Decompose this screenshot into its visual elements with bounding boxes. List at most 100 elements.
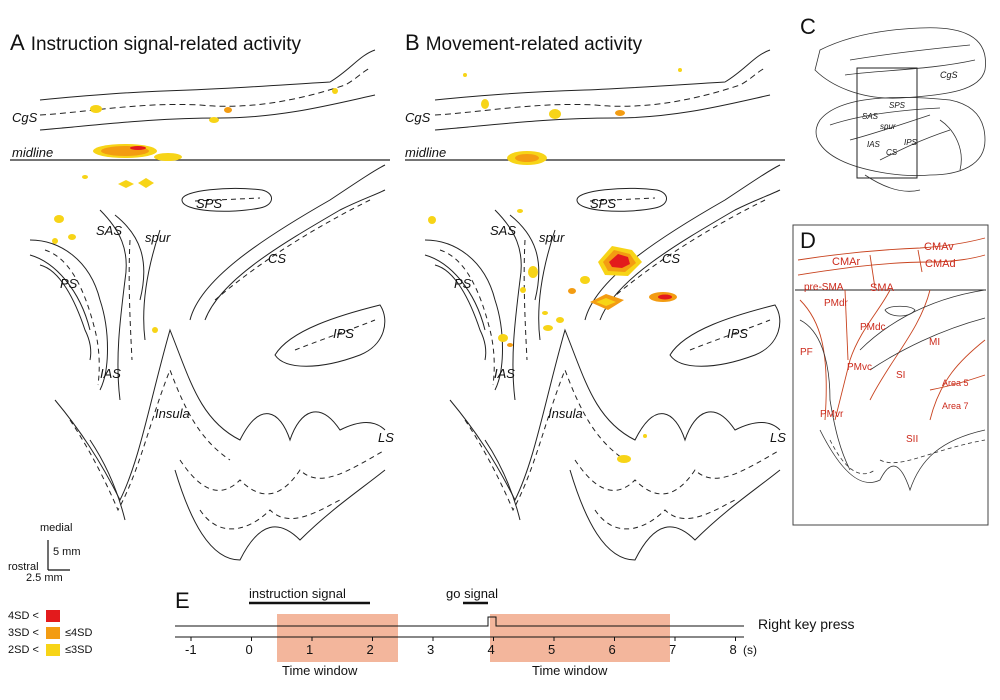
panel-a-activity <box>52 88 338 333</box>
a-label-ips: IPS <box>333 326 354 341</box>
d-label-pmvr: PMvr <box>820 409 844 420</box>
tick-label: 2 <box>366 642 374 657</box>
d-label-sma: SMA <box>870 282 894 294</box>
scale-horizontal: 2.5 mm <box>26 572 63 584</box>
panel-c-title: C <box>800 14 822 40</box>
c-label-ias: IAS <box>867 140 880 149</box>
b-label-ips: IPS <box>727 326 748 341</box>
d-label-presma: pre-SMA <box>804 282 844 293</box>
panel-a-map <box>10 49 390 561</box>
d-label-area7: Area 7 <box>942 401 969 411</box>
tick-label: 6 <box>608 642 616 657</box>
c-label-sps: SPS <box>889 101 906 110</box>
tick-label: 4 <box>487 642 495 657</box>
d-label-pmvc: PMvc <box>847 362 872 373</box>
tick-label: 0 <box>245 642 253 657</box>
panel-c-brain <box>814 27 986 192</box>
b-label-sps: SPS <box>590 196 617 211</box>
d-label-pmdc: PMdc <box>860 322 886 333</box>
tick-label: 7 <box>669 642 677 657</box>
panel-d-map <box>792 224 989 526</box>
c-label-ips: IPS <box>904 138 917 147</box>
b-label-ps: PS <box>454 276 472 291</box>
panel-e-title: E <box>175 588 196 614</box>
legend-low: 4SD < <box>8 609 39 622</box>
b-label-cs: CS <box>662 251 681 266</box>
legend: 4SD < 3SD < ≤4SD 2SD < ≤3SD <box>8 607 92 658</box>
c-label-sas: SAS <box>862 112 879 121</box>
a-label-insula: Insula <box>155 406 190 421</box>
tick-label: 3 <box>427 642 435 657</box>
panel-b-letter: B <box>405 30 420 55</box>
panel-c-letter: C <box>800 14 816 39</box>
b-label-sas: SAS <box>490 223 517 238</box>
legend-swatch-orange <box>46 626 60 639</box>
time-window-label-1: Time window <box>282 663 358 678</box>
scale-vertical: 5 mm <box>53 546 81 558</box>
a-label-ias: IAS <box>100 366 121 381</box>
panel-a-letter: A <box>10 30 25 55</box>
tick-label: -1 <box>185 642 197 657</box>
panel-d-letter: D <box>800 228 816 253</box>
tick-label: 1 <box>306 642 314 657</box>
go-signal-label: go signal <box>446 586 499 601</box>
d-label-si: SI <box>896 370 906 381</box>
panel-d-title: D <box>800 228 822 254</box>
time-unit: (s) <box>743 643 757 657</box>
legend-swatch-red <box>46 609 60 622</box>
d-label-mi: MI <box>929 337 941 348</box>
time-window-1 <box>277 614 398 662</box>
a-label-cs: CS <box>268 251 287 266</box>
panel-e-letter: E <box>175 588 190 613</box>
b-label-ls: LS <box>770 430 786 445</box>
panel-b-map <box>405 49 785 561</box>
legend-row-3sd: 3SD < ≤4SD <box>8 624 92 641</box>
right-key-press-label: Right key press <box>758 616 855 632</box>
legend-swatch-yellow <box>46 643 60 656</box>
panel-a-title-text: Instruction signal-related activity <box>30 34 302 55</box>
tick-marks <box>190 637 736 641</box>
legend-row-2sd: 2SD < ≤3SD <box>8 641 92 658</box>
d-label-cmad: CMAd <box>925 258 956 270</box>
a-label-ps: PS <box>60 276 78 291</box>
scale-medial: medial <box>40 522 73 534</box>
d-label-pf: PF <box>800 347 813 358</box>
scale-bar <box>47 540 70 571</box>
time-window-label-2: Time window <box>532 663 608 678</box>
b-label-insula: Insula <box>548 406 583 421</box>
scale-rostral: rostral <box>8 561 39 573</box>
a-label-cgs: CgS <box>12 110 38 125</box>
d-label-area5: Area 5 <box>942 378 969 388</box>
d-label-pmdr: PMdr <box>824 298 848 309</box>
instruction-signal-label: instruction signal <box>249 586 346 601</box>
legend-row-4sd: 4SD < <box>8 607 92 624</box>
b-label-spur: spur <box>539 230 565 245</box>
c-label-cs: CS <box>886 148 898 157</box>
a-label-ls: LS <box>378 430 394 445</box>
tick-label: 8 <box>729 642 737 657</box>
a-label-midline: midline <box>12 145 54 160</box>
b-label-ias: IAS <box>494 366 515 381</box>
c-label-cgs: CgS <box>940 70 958 80</box>
legend-high: ≤3SD <box>65 643 93 656</box>
timeline <box>175 601 744 662</box>
legend-high: ≤4SD <box>65 626 93 639</box>
b-label-cgs: CgS <box>405 110 431 125</box>
b-label-midline: midline <box>405 145 447 160</box>
a-label-spur: spur <box>145 230 171 245</box>
legend-low: 3SD < <box>8 626 39 639</box>
a-label-sps: SPS <box>196 196 223 211</box>
panel-b-title-text: Movement-related activity <box>425 34 643 55</box>
a-label-sas: SAS <box>96 223 123 238</box>
d-label-sii: SII <box>906 434 919 445</box>
c-label-spur: spur <box>880 122 896 131</box>
tick-label: 5 <box>548 642 556 657</box>
d-label-cmar: CMAr <box>832 256 861 268</box>
legend-low: 2SD < <box>8 643 39 656</box>
time-window-2 <box>490 614 670 662</box>
panel-b-activity <box>428 68 682 463</box>
d-label-cmav: CMAv <box>924 241 954 253</box>
